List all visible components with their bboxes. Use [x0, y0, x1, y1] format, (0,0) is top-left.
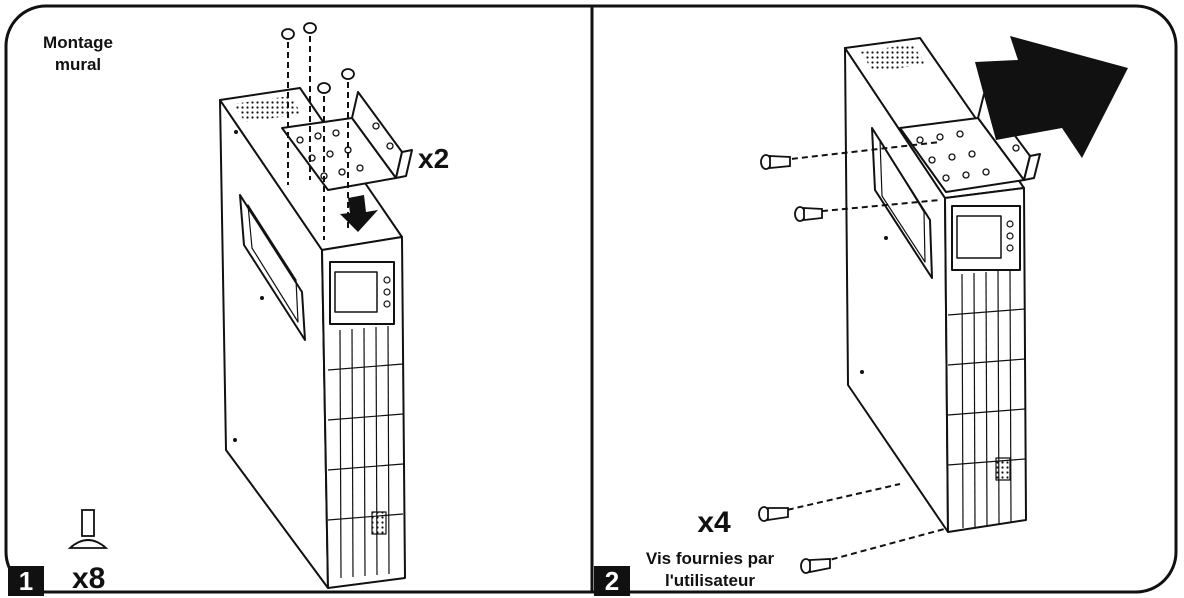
screw-guides-2	[777, 141, 949, 563]
panel-1-title-line2: mural	[55, 55, 101, 74]
user-supplied-note-line2: l'utilisateur	[665, 571, 755, 590]
screw-icon	[281, 22, 355, 94]
panel-1: 1 Montage mural	[8, 22, 449, 596]
step-badge-1	[8, 566, 44, 596]
step-number-2: 2	[605, 566, 619, 596]
screw-quantity-2: x4	[697, 506, 731, 539]
screw-icon	[67, 509, 109, 549]
right-arrow-icon	[975, 36, 1128, 158]
step-number-1: 1	[19, 566, 33, 596]
screw-icon	[758, 154, 831, 574]
user-supplied-note-line1: Vis fournies par	[646, 549, 775, 568]
ups-tower-2	[844, 37, 1027, 533]
screw-quantity-1: x8	[72, 562, 105, 595]
screw-guides-1	[287, 36, 349, 240]
down-arrow-icon	[340, 195, 378, 232]
step-badge-2	[594, 566, 630, 596]
panel-1-title-line1: Montage	[43, 33, 113, 52]
bracket-quantity: x2	[418, 143, 449, 174]
panel-2: 2	[594, 36, 1128, 596]
mounting-bracket-2	[899, 93, 1041, 193]
